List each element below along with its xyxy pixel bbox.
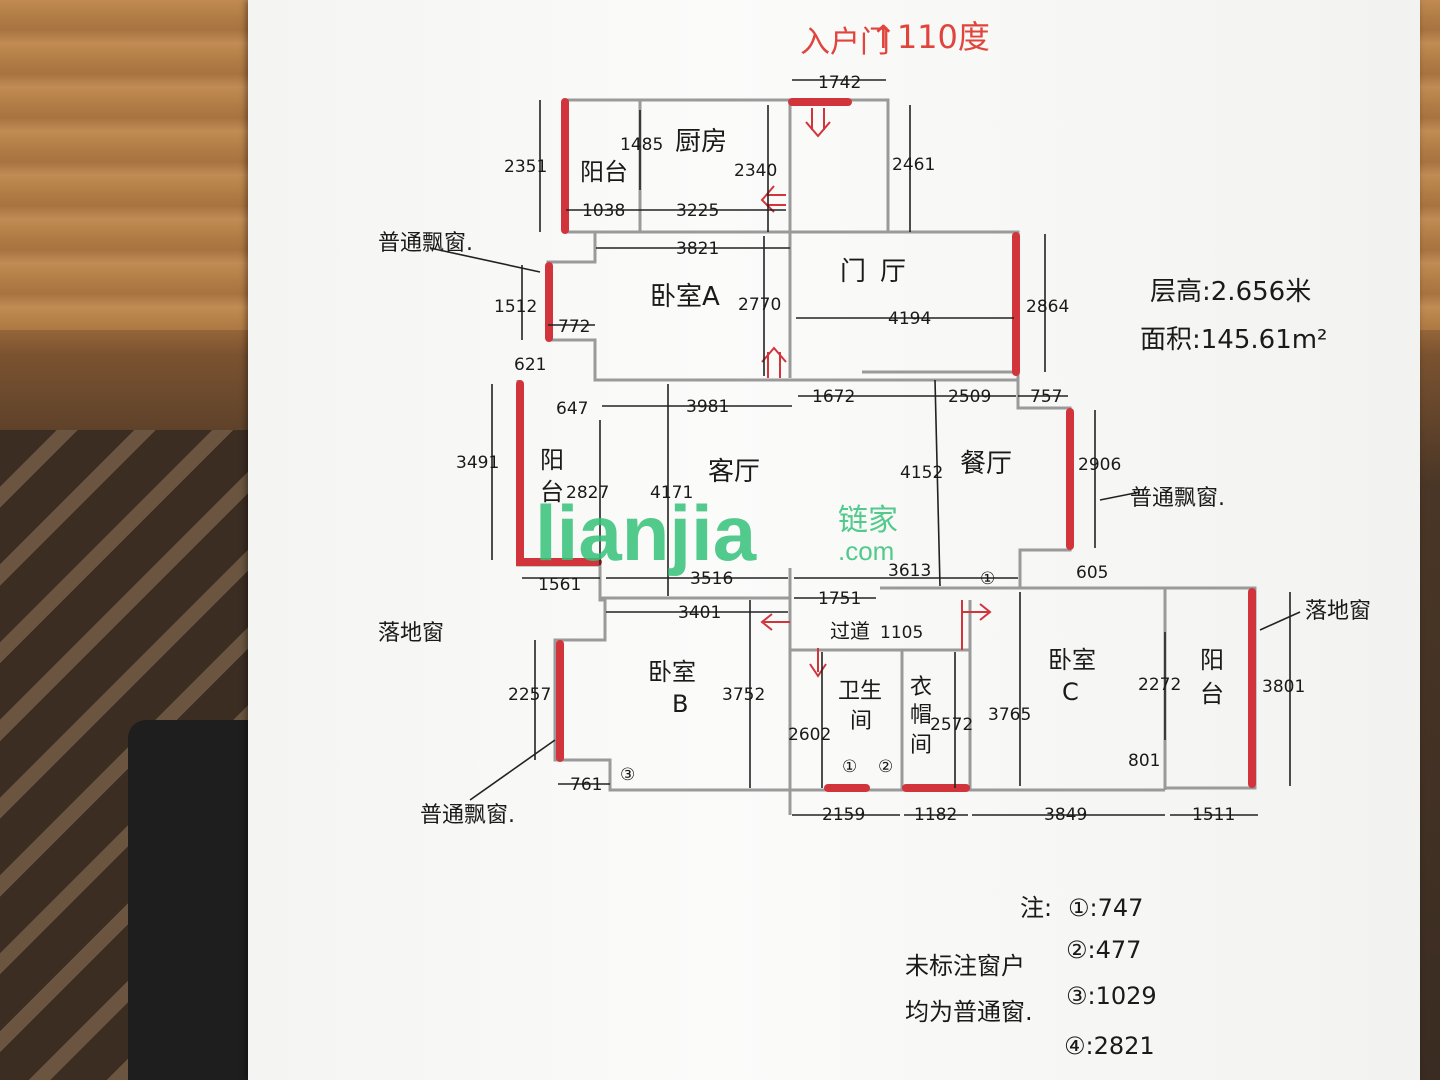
dim-3981: 3981	[686, 397, 729, 417]
entrance-label: 入户门	[800, 25, 890, 60]
marker-2-bath: ②	[878, 757, 893, 777]
dim-1742: 1742	[818, 73, 861, 93]
dim-3821: 3821	[676, 239, 719, 259]
dim-3849: 3849	[1044, 805, 1087, 825]
room-bedroom-b-1: 卧室	[648, 658, 696, 686]
orientation-label: ↑110度	[870, 18, 990, 56]
black-device-corner	[128, 720, 258, 1080]
note-line-2: 均为普通窗.	[905, 998, 1033, 1026]
room-bathroom-1: 卫生	[838, 679, 882, 704]
paper-sheet	[248, 0, 1420, 1080]
windows	[516, 98, 1256, 792]
dim-4171: 4171	[650, 483, 693, 503]
dim-757: 757	[1030, 387, 1062, 407]
dim-2864: 2864	[1026, 297, 1069, 317]
window-callouts: 普通飘窗. 普通飘窗. 普通飘窗. 落地窗 落地窗	[378, 231, 1371, 828]
room-bedroom-c-2: C	[1062, 678, 1079, 706]
note-line-1: 未标注窗户	[905, 952, 1025, 980]
room-dining: 餐厅	[960, 449, 1012, 479]
dim-1512: 1512	[494, 297, 537, 317]
dim-1561: 1561	[538, 575, 581, 595]
marker-3-bottom: ③	[620, 765, 635, 785]
dim-647: 647	[556, 399, 588, 419]
floor-window-right-label: 落地窗	[1305, 599, 1371, 624]
watermark-cn: 链家	[838, 503, 898, 538]
room-balcony-top: 阳台	[580, 158, 628, 186]
room-balcony-left-2: 台	[540, 478, 564, 506]
room-kitchen: 厨房	[675, 127, 727, 157]
dim-2351: 2351	[504, 157, 547, 177]
dim-1105: 1105	[880, 623, 923, 643]
dim-2572: 2572	[930, 715, 973, 735]
watermark-brand: lianjia	[535, 489, 757, 577]
dim-4152: 4152	[900, 463, 943, 483]
dim-1672: 1672	[812, 387, 855, 407]
dim-1182: 1182	[914, 805, 957, 825]
dim-2461: 2461	[892, 155, 935, 175]
dim-3801: 3801	[1262, 677, 1305, 697]
dim-3491: 3491	[456, 453, 499, 473]
dim-2827: 2827	[566, 483, 609, 503]
dim-605: 605	[1076, 563, 1108, 583]
dim-3613: 3613	[888, 561, 931, 581]
marker-1-bath: ①	[842, 757, 857, 777]
room-corridor: 过道	[830, 619, 870, 643]
dim-2257: 2257	[508, 685, 551, 705]
dim-4194: 4194	[888, 309, 931, 329]
dim-1511: 1511	[1192, 805, 1235, 825]
room-bedroom-b-2: B	[672, 690, 688, 718]
dimension-lines	[429, 79, 1301, 816]
floor-area: 面积:145.61m²	[1140, 325, 1328, 355]
room-balcony-right-1: 阳	[1200, 646, 1224, 674]
bay-window-a-label: 普通飘窗.	[378, 231, 473, 256]
dim-621: 621	[514, 355, 546, 375]
walls	[516, 98, 1257, 815]
note-item-3: ③:1029	[1066, 982, 1157, 1010]
dim-1038: 1038	[582, 201, 625, 221]
notes-title: 注:	[1020, 894, 1052, 922]
bay-window-b-label: 普通飘窗.	[420, 803, 515, 828]
dim-2159: 2159	[822, 805, 865, 825]
note-item-2: ②:477	[1066, 936, 1141, 964]
dim-3516: 3516	[690, 569, 733, 589]
dim-2340: 2340	[734, 161, 777, 181]
room-bedroom-a: 卧室A	[650, 282, 720, 312]
marker-1-top: ①	[980, 569, 995, 589]
dim-2770: 2770	[738, 295, 781, 315]
room-closet-2: 帽	[910, 703, 932, 728]
room-labels: 阳台 厨房 门厅 卧室A 客厅 餐厅 阳 台 过道 卧室 B 卫生 间 衣 帽 …	[540, 127, 1224, 758]
dim-1751: 1751	[818, 589, 861, 609]
dim-3401: 3401	[678, 603, 721, 623]
ceiling-height: 层高:2.656米	[1150, 277, 1311, 307]
note-item-4: ④:2821	[1064, 1032, 1155, 1060]
dim-801: 801	[1128, 751, 1160, 771]
room-bathroom-2: 间	[850, 709, 872, 734]
floor-window-left-label: 落地窗	[378, 621, 444, 646]
bay-window-dining-label: 普通飘窗.	[1130, 486, 1225, 511]
dim-3765: 3765	[988, 705, 1031, 725]
dim-2906: 2906	[1078, 455, 1121, 475]
room-living: 客厅	[708, 457, 760, 487]
notes-block: 注: ①:747 ②:477 ③:1029 ④:2821 未标注窗户 均为普通窗…	[905, 894, 1157, 1060]
dimension-values: 1742 2351 1485 2340 2461 1038 3225 3821 …	[456, 73, 1305, 825]
watermark-domain: .com	[838, 536, 894, 566]
dim-761: 761	[570, 775, 602, 795]
door-markers	[760, 108, 992, 678]
dim-1485: 1485	[620, 135, 663, 155]
room-foyer: 门厅	[840, 257, 920, 287]
dim-3752: 3752	[722, 685, 765, 705]
note-item-1: ①:747	[1068, 894, 1143, 922]
dim-2272: 2272	[1138, 675, 1181, 695]
room-balcony-right-2: 台	[1200, 680, 1224, 708]
dim-772: 772	[558, 317, 590, 337]
dim-2602: 2602	[788, 725, 831, 745]
room-balcony-left-1: 阳	[540, 446, 564, 474]
dim-3225: 3225	[676, 201, 719, 221]
room-closet-1: 衣	[910, 675, 932, 700]
dim-2509: 2509	[948, 387, 991, 407]
lianjia-watermark: lianjia 链家 .com	[535, 489, 898, 577]
room-closet-3: 间	[910, 733, 932, 758]
room-bedroom-c-1: 卧室	[1048, 646, 1096, 674]
